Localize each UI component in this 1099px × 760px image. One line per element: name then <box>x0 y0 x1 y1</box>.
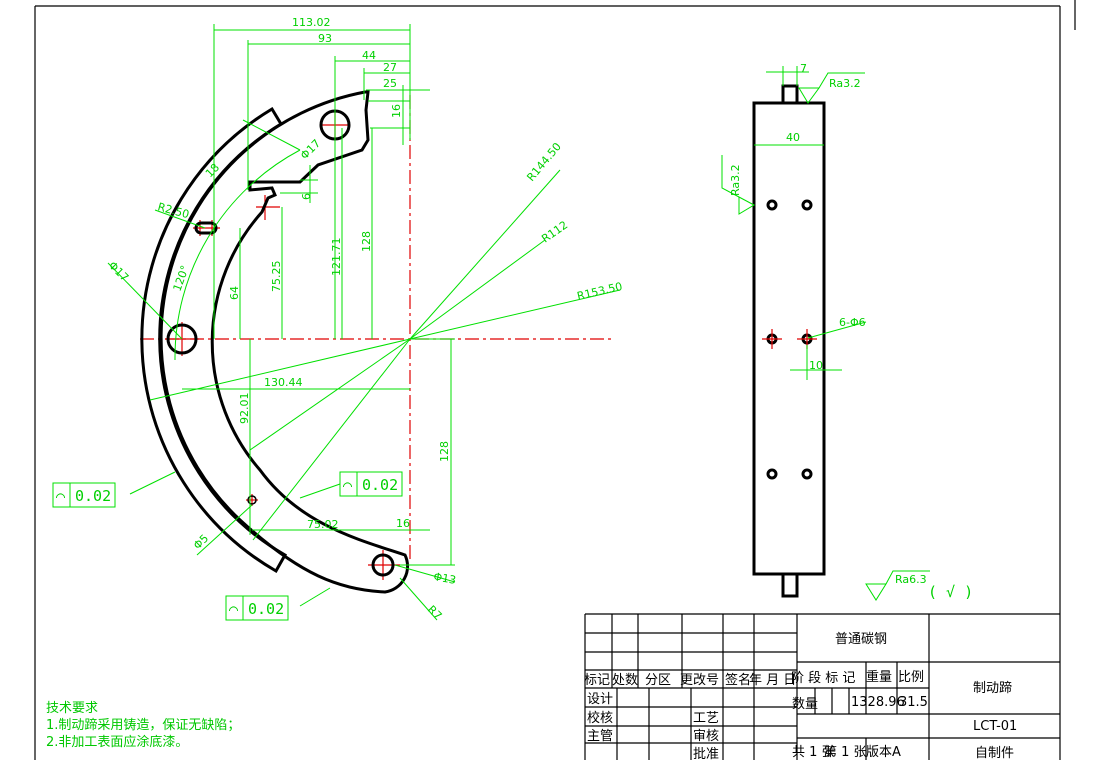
weight-value: 1328.96 <box>851 695 905 710</box>
title-block: 标记 处数 分区 更改号 签名 年 月 日 设计 校核 主管 工艺 审核 批准 … <box>584 613 1060 760</box>
label-scale: 比例 <box>898 670 924 685</box>
profile-symbol: ⌒ <box>229 600 238 618</box>
dim-113-02: 113.02 <box>292 16 331 29</box>
header-zone: 分区 <box>645 673 671 688</box>
dim-75-02: 75.02 <box>307 518 339 531</box>
scale-value: 31.5 <box>899 695 928 710</box>
tolerance-value: 0.02 <box>248 600 284 618</box>
roughness-top: Ra3.2 <box>829 77 861 90</box>
label-check: 校核 <box>587 710 613 726</box>
note-item: 2.非加工表面应涂底漆。 <box>46 735 189 750</box>
header-count: 处数 <box>612 673 638 688</box>
dim-128-bottom: 128 <box>438 441 451 462</box>
dim-128-top: 128 <box>360 231 373 252</box>
dim-130-44: 130.44 <box>264 376 303 389</box>
make-type: 自制件 <box>975 746 1014 760</box>
header-signature: 签名 <box>725 672 751 688</box>
label-design: 设计 <box>587 692 613 707</box>
profile-symbol: ⌒ <box>343 476 352 494</box>
small-hole <box>247 495 257 505</box>
tolerance-value: 0.02 <box>75 487 111 505</box>
header-date: 年 月 日 <box>749 673 796 688</box>
tolerance-frame-bottom: ⌒ 0.02 <box>225 595 289 621</box>
hole-left <box>166 323 198 355</box>
dim-r112: R112 <box>539 218 570 245</box>
dim-10: 10 <box>809 359 823 372</box>
part-name: 制动蹄 <box>973 680 1012 696</box>
dim-121-71: 121.71 <box>330 238 343 277</box>
profile-symbol: ⌒ <box>56 487 65 505</box>
holes-callout: 6-Φ6 <box>839 316 866 329</box>
dim-92-01: 92.01 <box>238 393 251 425</box>
dim-r7: R7 <box>425 603 445 623</box>
dim-44: 44 <box>362 49 376 62</box>
dim-7: 7 <box>800 62 807 75</box>
dim-phi17-left: Φ17 <box>106 259 131 284</box>
drawing-number: LCT-01 <box>973 719 1017 734</box>
dim-r2-50: R2.50 <box>156 200 190 221</box>
dim-25: 25 <box>383 77 397 90</box>
sheets-total: 共 1 张 <box>792 745 835 760</box>
technical-requirements: 技术要求 1.制动蹄采用铸造，保证无缺陷； 2.非加工表面应涂底漆。 <box>46 700 240 751</box>
version: 版本A <box>866 745 901 760</box>
tolerance-value: 0.02 <box>362 476 398 494</box>
roughness-left: Ra3.2 <box>729 164 742 196</box>
label-process: 工艺 <box>693 711 719 726</box>
label-manager: 主管 <box>587 729 613 744</box>
drawing-frame <box>34 0 1076 760</box>
tolerance-frame-middle: ⌒ 0.02 <box>339 471 403 497</box>
sheet-number: 第 1 张 <box>824 745 867 760</box>
dim-16-top: 16 <box>390 104 403 118</box>
dimension-texts: 113.02 93 44 27 25 16 Φ17 6 R2.50 18 Φ17… <box>106 16 624 622</box>
shoe-outline <box>159 90 410 594</box>
label-stage-mark: 阶 段 标 记 <box>791 671 855 686</box>
header-change-no: 更改号 <box>680 673 719 688</box>
dim-6: 6 <box>300 193 313 200</box>
dim-phi17-top: Φ17 <box>298 137 323 162</box>
tolerance-frame-left: ⌒ 0.02 <box>52 482 116 508</box>
dimension-lines <box>107 24 621 621</box>
label-review: 审核 <box>693 729 719 744</box>
dim-27: 27 <box>383 61 397 74</box>
label-quantity: 数量 <box>792 697 818 712</box>
note-item: 1.制动蹄采用铸造，保证无缺陷； <box>46 718 241 733</box>
dim-75-25: 75.25 <box>270 261 283 293</box>
dim-40: 40 <box>786 131 800 144</box>
dim-phi13: Φ13 <box>432 570 457 587</box>
brake-shoe-side-view: 7 Ra3.2 40 Ra3.2 6-Φ6 10 Ra6.3 ( √ ) <box>721 62 973 601</box>
dim-93: 93 <box>318 32 332 45</box>
dim-phi5: Φ5 <box>191 532 211 552</box>
slot <box>194 221 218 235</box>
header-mark: 标记 <box>584 673 610 688</box>
dim-r153-50: R153.50 <box>576 280 624 303</box>
dim-64: 64 <box>228 286 241 300</box>
anchor-hole <box>371 553 395 577</box>
notes-title: 技术要求 <box>46 701 99 716</box>
material: 普通碳钢 <box>835 632 887 647</box>
dim-r144-50: R144.50 <box>524 140 564 184</box>
dim-16-bottom: 16 <box>396 517 410 530</box>
label-weight: 重量 <box>866 669 892 685</box>
label-approve: 批准 <box>693 747 719 760</box>
roughness-general-mark: ( √ ) <box>928 583 973 601</box>
roughness-general: Ra6.3 <box>895 573 927 586</box>
